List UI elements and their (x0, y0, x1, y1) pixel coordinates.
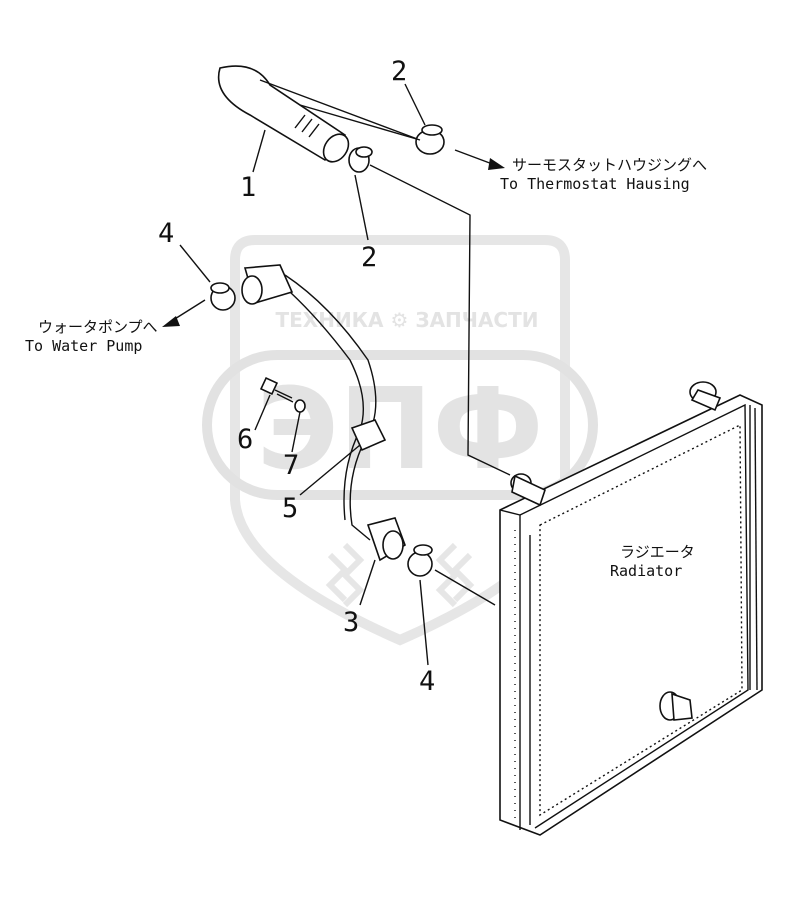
label-radiator-jp: ラジエータ (620, 543, 695, 561)
callout-2b: 2 (361, 242, 377, 273)
callout-4b: 4 (419, 666, 435, 697)
callout-3: 3 (343, 607, 359, 638)
hose-lower-upper-end (241, 264, 294, 305)
washer-7 (294, 399, 306, 413)
clamp-4-upper (210, 282, 236, 311)
watermark-wheat-left (325, 542, 365, 608)
arrow-to-water-pump (162, 299, 206, 327)
clamp-4-lower (407, 544, 433, 577)
hose-lower-body (284, 274, 377, 541)
hose-lower-lower-end (366, 517, 406, 562)
bracket-5 (350, 419, 387, 452)
radiator (499, 381, 763, 836)
watermark-top-text: ТЕХНИКА ⚙ ЗАПЧАСТИ (275, 308, 538, 332)
label-to-thermostat-jp: サーモスタットハウジングへ (512, 156, 707, 174)
clamp-2-upper (415, 124, 445, 155)
label-to-water-pump-en: To Water Pump (25, 337, 142, 355)
label-to-thermostat-en: To Thermostat Hausing (500, 175, 690, 193)
watermark: ТЕХНИКА ⚙ ЗАПЧАСТИ ЭПФ (202, 235, 598, 646)
label-radiator-en: Radiator (610, 562, 682, 580)
callout-7: 7 (283, 450, 299, 481)
watermark-logo: ЭПФ (257, 365, 544, 495)
arrow-to-thermostat (454, 149, 505, 170)
callout-1: 1 (240, 172, 256, 203)
watermark-wheat-right (435, 542, 475, 608)
hose-upper (217, 65, 421, 163)
clamp-2-lower (348, 146, 373, 173)
watermark-pill (202, 350, 598, 500)
leader-lines (179, 83, 511, 666)
callout-6: 6 (237, 424, 253, 455)
callout-5: 5 (282, 493, 298, 524)
bolt-6 (259, 376, 294, 403)
callout-2a: 2 (391, 56, 407, 87)
label-to-water-pump-jp: ウォータポンプへ (38, 318, 158, 336)
callout-4a: 4 (158, 218, 174, 249)
